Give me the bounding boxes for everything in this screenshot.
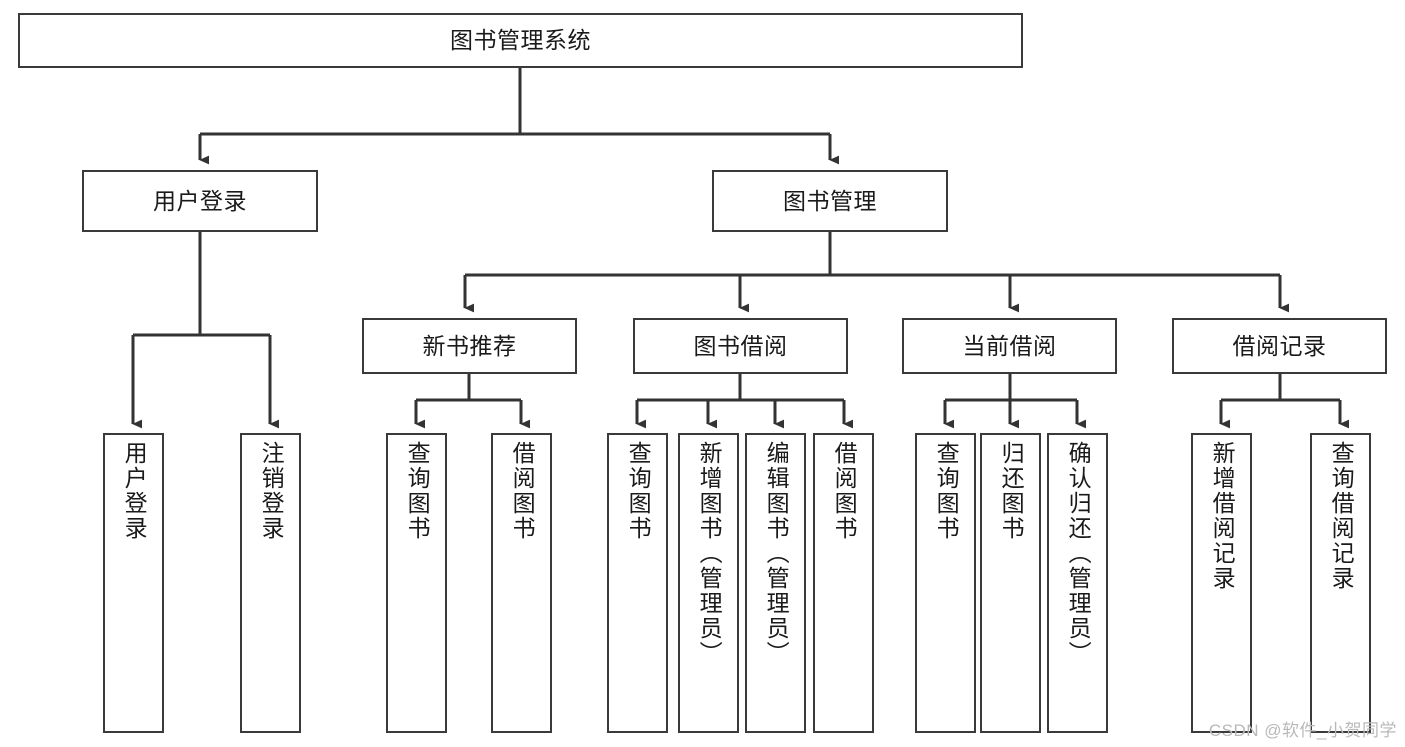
node-label: 注销登录 <box>258 441 285 541</box>
leaf-current-query-book[interactable]: 查询图书 <box>915 433 976 733</box>
node-label: 借阅图书 <box>831 441 858 541</box>
leaf-user-logout[interactable]: 注销登录 <box>240 433 301 733</box>
node-book-borrow[interactable]: 图书借阅 <box>633 318 848 374</box>
node-label: 图书管理 <box>783 187 877 214</box>
node-borrow-record[interactable]: 借阅记录 <box>1172 318 1387 374</box>
node-label: 图书管理系统 <box>450 27 591 54</box>
node-label: 查询借阅记录 <box>1328 441 1355 591</box>
node-label: 用户登录 <box>121 441 148 541</box>
node-label: 当前借阅 <box>962 332 1057 359</box>
node-label: 查询图书 <box>404 441 431 541</box>
leaf-borrow-borrow-book[interactable]: 借阅图书 <box>813 433 874 733</box>
node-current-borrow[interactable]: 当前借阅 <box>902 318 1117 374</box>
node-label: 查询图书 <box>933 441 960 541</box>
node-label: 借阅图书 <box>509 441 536 541</box>
node-root-system[interactable]: 图书管理系统 <box>18 13 1023 68</box>
leaf-recommend-query-book[interactable]: 查询图书 <box>386 433 447 733</box>
leaf-current-return-book[interactable]: 归还图书 <box>980 433 1041 733</box>
leaf-current-confirm-return[interactable]: 确认归还（管理员） <box>1047 433 1108 733</box>
node-label: 新增图书（管理员） <box>696 441 723 666</box>
node-user-login[interactable]: 用户登录 <box>82 170 318 232</box>
node-new-book-recommend[interactable]: 新书推荐 <box>362 318 577 374</box>
node-label: 借阅记录 <box>1232 332 1327 359</box>
node-label: 图书借阅 <box>693 332 788 359</box>
leaf-borrow-add-book[interactable]: 新增图书（管理员） <box>678 433 739 733</box>
node-label: 编辑图书（管理员） <box>763 441 790 666</box>
leaf-record-add[interactable]: 新增借阅记录 <box>1191 433 1252 733</box>
node-label: 归还图书 <box>998 441 1025 541</box>
leaf-recommend-borrow-book[interactable]: 借阅图书 <box>491 433 552 733</box>
csdn-watermark: CSDN @软件_小贺同学 <box>1208 721 1397 740</box>
node-label: 确认归还（管理员） <box>1065 441 1092 666</box>
node-label: 新增借阅记录 <box>1209 441 1236 591</box>
node-label: 查询图书 <box>625 441 652 541</box>
node-book-management[interactable]: 图书管理 <box>712 170 948 232</box>
leaf-borrow-edit-book[interactable]: 编辑图书（管理员） <box>745 433 806 733</box>
leaf-borrow-query-book[interactable]: 查询图书 <box>607 433 668 733</box>
leaf-record-query[interactable]: 查询借阅记录 <box>1310 433 1371 733</box>
leaf-user-login[interactable]: 用户登录 <box>103 433 164 733</box>
node-label: 新书推荐 <box>422 332 517 359</box>
node-label: 用户登录 <box>153 187 247 214</box>
